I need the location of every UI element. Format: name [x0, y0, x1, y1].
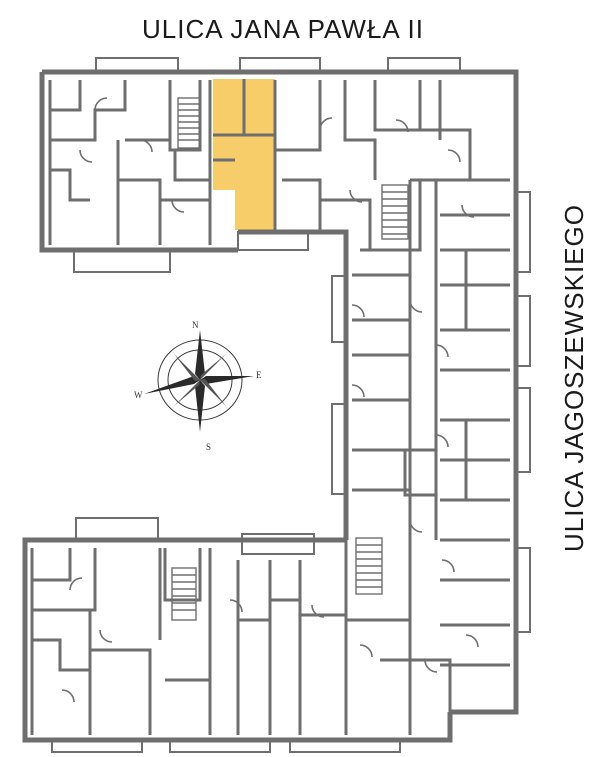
stairwell-southeast [355, 537, 383, 595]
compass-needle-west [144, 376, 200, 394]
stairwell-south [171, 567, 197, 621]
interior-walls-north [48, 80, 510, 252]
compass-needle-east [200, 376, 254, 384]
window-bays [51, 57, 531, 753]
street-label-east: ULICA JAGOSZEWSKIEGO [559, 204, 589, 552]
door-swings [61, 97, 479, 703]
compass-needle-south [195, 380, 205, 432]
interior-walls-east [352, 180, 510, 667]
interior-walls-south [30, 540, 452, 735]
compass-rose: N E S W [134, 320, 262, 452]
compass-needle-north [195, 330, 205, 380]
street-label-north: ULICA JANA PAWŁA II [142, 14, 424, 44]
stairwell-northeast [381, 184, 409, 240]
compass-label-south: S [206, 442, 211, 452]
highlighted-apartment[interactable] [213, 79, 275, 230]
stairwell-north [177, 97, 201, 149]
compass-label-north: N [192, 320, 199, 330]
compass-label-east: E [256, 370, 262, 380]
compass-label-west: W [134, 390, 143, 400]
